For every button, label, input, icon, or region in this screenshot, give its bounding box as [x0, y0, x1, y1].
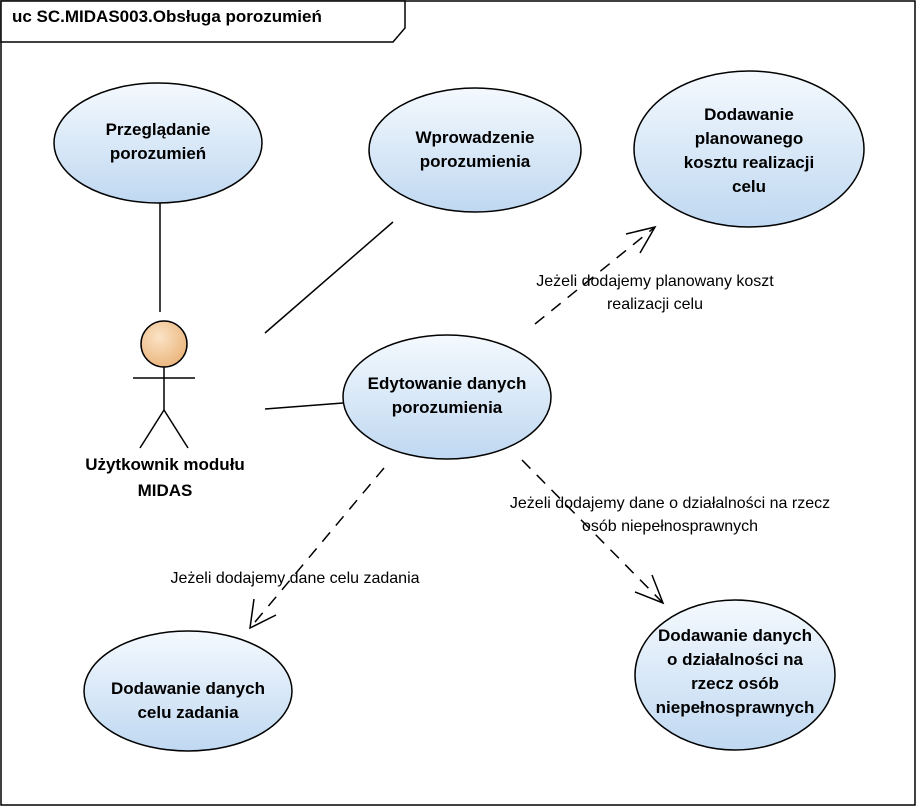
frame-title: uc SC.MIDAS003.Obsługa porozumień — [12, 7, 322, 26]
extend-arrow-cel-zadania — [249, 467, 385, 630]
usecase-koszt[interactable] — [633, 70, 865, 228]
actor-head-icon — [140, 320, 188, 368]
association-wprowadzenie — [264, 221, 394, 334]
edge-label-dzialalnosc: Jeżeli dodajemy dane o działalności na r… — [509, 495, 831, 535]
usecase-wprowadzenie[interactable] — [368, 87, 582, 213]
usecase-dzialalnosc-label: Dodawanie danych o działalności na rzecz… — [655, 626, 815, 717]
edge-label-cel-zadania: Jeżeli dodajemy dane celu zadania — [170, 570, 420, 587]
association-edytowanie — [264, 402, 344, 410]
usecase-koszt-label: Dodawanie planowanego kosztu realizacji … — [683, 105, 815, 196]
frame-title-tab — [0, 0, 406, 43]
usecase-edytowanie[interactable] — [342, 334, 552, 460]
usecase-przegladanie-label: Przeglądanie porozumień — [105, 120, 211, 163]
extend-arrow-koszt — [534, 225, 657, 325]
usecase-dzialalnosc[interactable] — [634, 599, 836, 751]
usecase-cel-zadania-label: Dodawanie danych celu zadania — [111, 679, 265, 722]
usecase-edytowanie-label: Edytowanie danych porozumienia — [367, 374, 527, 417]
extend-arrow-dzialalnosc — [521, 459, 665, 605]
actor-label: Użytkownik modułu MIDAS — [85, 455, 245, 500]
usecase-wprowadzenie-label: Wprowadzenie porozumienia — [415, 128, 535, 171]
edge-label-koszt: Jeżeli dodajemy planowany koszt realizac… — [536, 273, 774, 313]
usecase-przegladanie[interactable] — [53, 82, 263, 204]
actor-uzytkownik[interactable] — [133, 320, 195, 449]
usecase-cel-zadania[interactable] — [83, 630, 293, 752]
